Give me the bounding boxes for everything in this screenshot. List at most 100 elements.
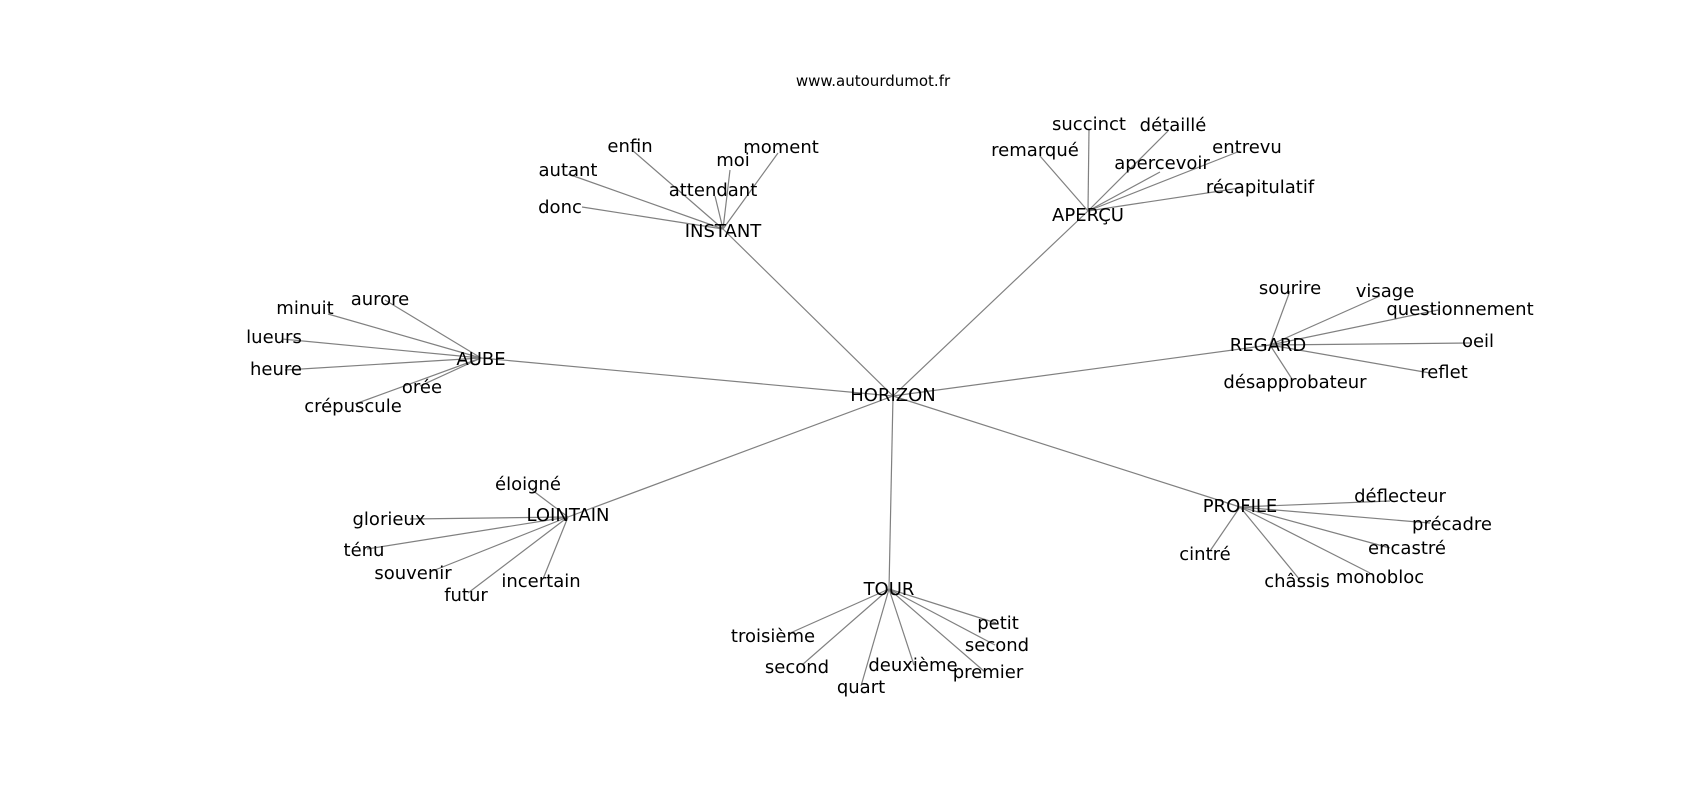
edge-horizon-instant <box>722 228 894 397</box>
edge-apercu-word-4 <box>1087 171 1161 212</box>
graph-labels: HORIZON INSTANT enfin moment autant moi attend… <box>246 114 1534 698</box>
word-node-instant-2[interactable]: autant <box>539 160 598 181</box>
word-node-tour-1[interactable]: second <box>765 657 829 678</box>
edge-tour-word-6 <box>888 588 997 624</box>
word-node-regard-0[interactable]: sourire <box>1259 278 1321 299</box>
word-node-profile-3[interactable]: monobloc <box>1336 567 1424 588</box>
word-node-instant-3[interactable]: moi <box>716 150 750 171</box>
edge-instant-word-3 <box>722 169 731 230</box>
cluster-node-tour[interactable]: TOUR <box>863 579 915 600</box>
word-node-instant-4[interactable]: attendant <box>669 180 758 201</box>
word-node-regard-3[interactable]: oeil <box>1462 331 1494 352</box>
word-node-aube-5[interactable]: crépuscule <box>304 396 402 417</box>
edge-regard-word-2 <box>1269 309 1439 346</box>
edge-horizon-profile <box>892 395 1241 508</box>
edge-instant-word-0 <box>631 149 724 230</box>
cluster-node-lointain[interactable]: LOINTAIN <box>526 505 609 526</box>
edge-tour-word-3 <box>888 588 915 666</box>
word-node-tour-5[interactable]: second <box>965 635 1029 656</box>
word-node-lointain-0[interactable]: éloigné <box>495 474 561 495</box>
edge-instant-word-2 <box>567 173 724 230</box>
word-node-regard-5[interactable]: désapprobateur <box>1223 372 1367 393</box>
word-node-profile-0[interactable]: déflecteur <box>1354 486 1446 507</box>
edge-lointain-word-0 <box>531 489 569 518</box>
edge-tour-word-2 <box>860 588 890 687</box>
edge-apercu-word-5 <box>1087 187 1241 212</box>
edge-horizon-lointain <box>567 395 894 518</box>
cluster-node-profile[interactable]: PROFILE <box>1203 496 1278 517</box>
word-node-lointain-1[interactable]: glorieux <box>353 509 426 530</box>
edge-tour-word-0 <box>787 588 890 635</box>
edge-aube-word-0 <box>384 299 482 359</box>
word-node-tour-0[interactable]: troisième <box>731 626 815 647</box>
edge-profile-word-4 <box>1239 506 1301 581</box>
edge-apercu-word-1 <box>1087 130 1169 212</box>
word-node-aube-2[interactable]: lueurs <box>246 327 302 348</box>
word-node-tour-2[interactable]: quart <box>837 677 885 698</box>
word-node-apercu-2[interactable]: remarqué <box>991 140 1079 161</box>
word-node-apercu-3[interactable]: entrevu <box>1212 137 1282 158</box>
edge-profile-word-3 <box>1239 506 1371 574</box>
edge-horizon-regard <box>892 344 1271 397</box>
edge-tour-word-5 <box>888 588 996 646</box>
word-node-regard-4[interactable]: reflet <box>1420 362 1468 383</box>
word-node-instant-5[interactable]: donc <box>538 197 582 218</box>
edge-instant-word-4 <box>714 195 724 230</box>
word-node-profile-1[interactable]: précadre <box>1412 514 1492 535</box>
edge-tour-word-1 <box>801 588 890 666</box>
word-node-profile-4[interactable]: châssis <box>1264 571 1329 592</box>
edge-regard-word-5 <box>1269 344 1293 380</box>
edge-horizon-apercu <box>892 210 1089 397</box>
word-node-regard-1[interactable]: visage <box>1356 281 1415 302</box>
site-url: www.autourdumot.fr <box>795 72 951 90</box>
edge-aube-word-5 <box>354 357 482 405</box>
edge-profile-word-2 <box>1239 506 1391 549</box>
center-node-horizon[interactable]: HORIZON <box>850 385 935 406</box>
edge-apercu-word-2 <box>1039 155 1089 212</box>
word-node-tour-3[interactable]: deuxième <box>868 655 957 676</box>
word-node-instant-1[interactable]: moment <box>743 137 819 158</box>
edge-lointain-word-3 <box>429 516 569 573</box>
word-node-apercu-0[interactable]: succinct <box>1052 114 1126 135</box>
word-node-instant-0[interactable]: enfin <box>607 136 652 157</box>
word-node-apercu-5[interactable]: récapitulatif <box>1206 177 1315 198</box>
word-node-tour-4[interactable]: premier <box>953 662 1024 683</box>
edge-regard-word-0 <box>1269 290 1291 346</box>
word-node-tour-6[interactable]: petit <box>977 613 1019 634</box>
cluster-node-apercu[interactable]: APERÇU <box>1052 205 1124 226</box>
cluster-node-instant[interactable]: INSTANT <box>685 221 763 242</box>
word-node-lointain-3[interactable]: souvenir <box>374 563 452 584</box>
edge-regard-word-1 <box>1269 295 1381 346</box>
word-node-profile-2[interactable]: encastré <box>1368 538 1446 559</box>
word-node-aube-0[interactable]: aurore <box>351 289 410 310</box>
edge-apercu-word-3 <box>1087 150 1241 212</box>
edge-lointain-word-4 <box>467 516 569 594</box>
edge-profile-word-1 <box>1239 506 1431 524</box>
word-node-lointain-4[interactable]: futur <box>444 585 488 606</box>
edge-instant-word-5 <box>581 206 724 230</box>
edge-lointain-word-5 <box>542 516 569 580</box>
edge-aube-word-3 <box>284 357 482 371</box>
edge-horizon-aube <box>480 357 894 397</box>
edge-apercu-word-0 <box>1087 128 1090 212</box>
cluster-node-regard[interactable]: REGARD <box>1230 335 1307 356</box>
edge-lointain-word-2 <box>366 516 569 550</box>
word-node-lointain-5[interactable]: incertain <box>501 571 580 592</box>
edge-aube-word-2 <box>281 338 482 359</box>
word-node-lointain-2[interactable]: ténu <box>344 540 385 561</box>
edge-horizon-tour <box>888 395 894 590</box>
edge-tour-word-4 <box>888 588 986 673</box>
word-node-aube-4[interactable]: orée <box>402 377 442 398</box>
edge-lointain-word-1 <box>409 516 569 520</box>
word-node-aube-1[interactable]: minuit <box>276 298 333 319</box>
edge-profile-word-0 <box>1239 500 1391 508</box>
word-node-regard-2[interactable]: questionnement <box>1386 299 1533 320</box>
word-node-aube-3[interactable]: heure <box>250 359 302 380</box>
word-node-apercu-1[interactable]: détaillé <box>1140 115 1207 136</box>
word-node-profile-5[interactable]: cintré <box>1179 544 1230 565</box>
edge-aube-word-1 <box>327 313 482 359</box>
edge-regard-word-3 <box>1269 342 1471 346</box>
cluster-node-aube[interactable]: AUBE <box>456 349 505 370</box>
word-node-apercu-4[interactable]: apercevoir <box>1114 153 1210 174</box>
